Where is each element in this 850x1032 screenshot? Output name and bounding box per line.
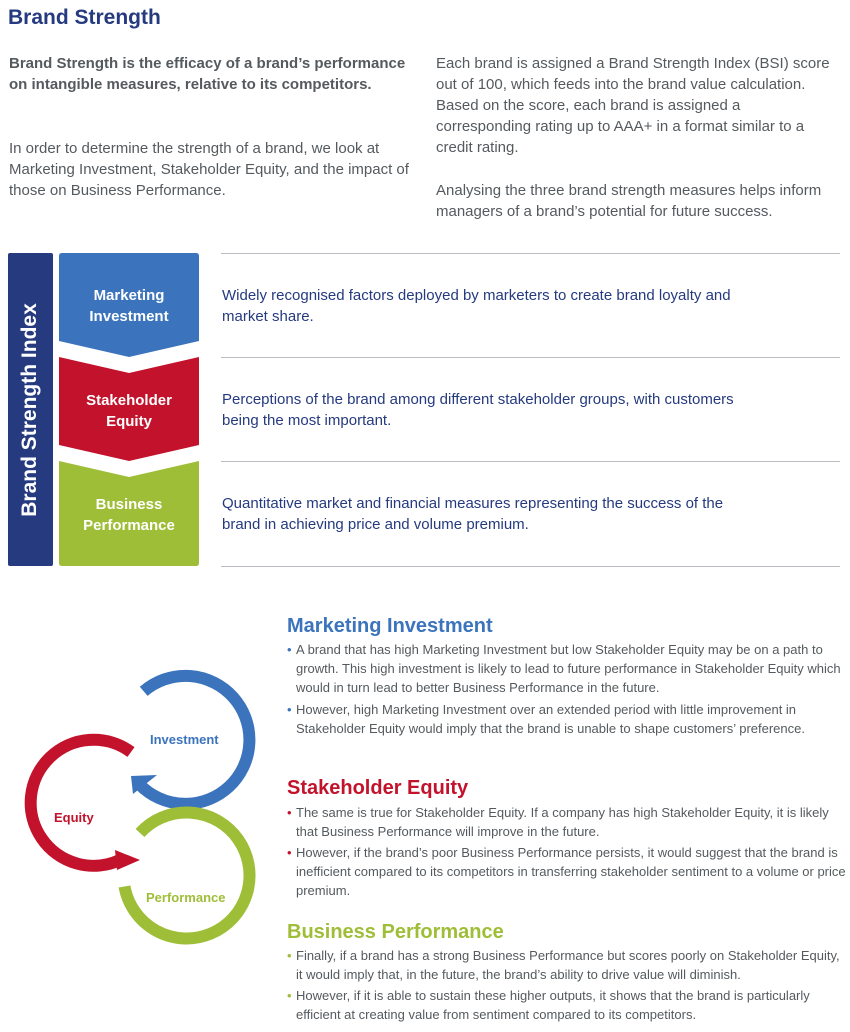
list-item: • However, if the brand’s poor Business …	[287, 845, 846, 898]
marketing-investment-description: Widely recognised factors deployed by ma…	[222, 287, 731, 325]
business-performance-heading: Business Performance	[287, 921, 504, 943]
marketing-investment-card	[59, 253, 199, 357]
bsi-cards-graphic	[59, 253, 199, 566]
equity-label: Equity	[54, 810, 94, 825]
business-performance-card	[59, 461, 199, 566]
list-item: • However, high Marketing Investment ove…	[287, 702, 805, 736]
bullet-dot: •	[287, 642, 292, 657]
bsi-score-paragraph: Each brand is assigned a Brand Strength …	[436, 55, 830, 156]
list-item: • However, if it is able to sustain thes…	[287, 988, 810, 1022]
equity-arc	[24, 733, 135, 872]
bsi-vertical-bar	[8, 253, 53, 566]
list-item: • The same is true for Stakeholder Equit…	[287, 805, 829, 839]
stakeholder-equity-card	[59, 357, 199, 461]
performance-arc	[118, 806, 256, 945]
row-divider	[221, 566, 840, 567]
row-divider	[221, 253, 840, 254]
bullet-dot: •	[287, 805, 292, 820]
investment-arc	[135, 669, 256, 810]
equity-arrowhead	[115, 850, 140, 870]
measures-paragraph: Analysing the three brand strength measu…	[436, 182, 822, 220]
bullet-dot: •	[287, 702, 292, 717]
intro-body-paragraph: In order to determine the strength of a …	[9, 140, 409, 199]
brand-strength-cycle-diagram	[24, 669, 256, 945]
page-title: Brand Strength	[8, 6, 161, 29]
performance-label: Performance	[146, 890, 226, 905]
bsi-vertical-label: Brand Strength Index	[18, 303, 41, 517]
row-divider	[221, 461, 840, 462]
list-item: • A brand that has high Marketing Invest…	[287, 642, 841, 695]
intro-lead-paragraph: Brand Strength is the efficacy of a bran…	[9, 55, 406, 93]
bullet-dot: •	[287, 845, 292, 860]
marketing-investment-heading: Marketing Investment	[287, 615, 493, 637]
list-item: • Finally, if a brand has a strong Busin…	[287, 948, 840, 982]
stakeholder-equity-heading: Stakeholder Equity	[287, 777, 469, 799]
business-performance-description: Quantitative market and financial measur…	[222, 495, 724, 533]
investment-label: Investment	[150, 732, 219, 747]
bullet-dot: •	[287, 988, 292, 1003]
stakeholder-equity-description: Perceptions of the brand among different…	[222, 391, 734, 429]
bullet-dot: •	[287, 948, 292, 963]
investment-arrowhead	[131, 775, 157, 794]
row-divider	[221, 357, 840, 358]
